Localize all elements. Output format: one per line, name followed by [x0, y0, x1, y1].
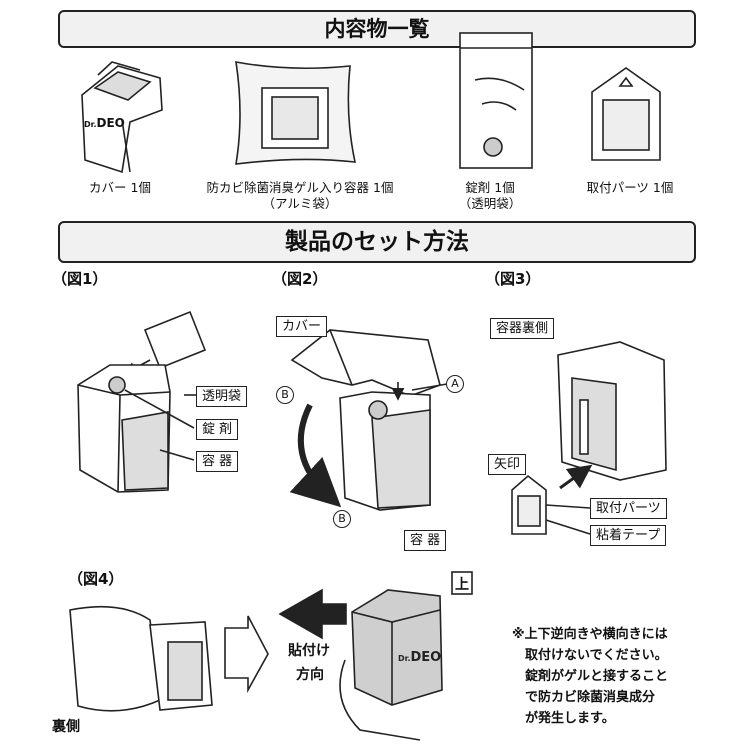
fig4-right-illustration	[278, 571, 473, 741]
fig3-label-part: 取付パーツ	[590, 498, 667, 519]
fig2-title: （図2）	[272, 270, 328, 288]
fig4-back-label: 裏側	[52, 719, 80, 735]
cover-logo: Dr.DEO	[84, 116, 125, 130]
fig2-marker-a: A	[446, 375, 464, 393]
fig2-illustration	[289, 329, 448, 511]
fig2-label-container: 容 器	[404, 530, 447, 551]
fig2-marker-b-bottom: B	[333, 510, 351, 528]
fig2-marker-b-top: B	[276, 386, 294, 404]
fig4-up-label: 上	[455, 577, 469, 593]
fig4-title: （図4）	[68, 570, 124, 588]
fig1-title: （図1）	[52, 270, 108, 288]
fig3-title: （図3）	[485, 270, 541, 288]
container-caption: 防カビ除菌消臭ゲル入り容器 1個 （アルミ袋）	[206, 180, 394, 211]
mounting-part-caption: 取付パーツ 1個	[586, 180, 674, 195]
cover-caption: カバー 1個	[89, 180, 151, 195]
fig1-label-tablet: 錠 剤	[196, 419, 239, 440]
setup-heading: 製品のセット方法	[58, 221, 696, 263]
fig1-illustration	[77, 310, 207, 493]
fig3-illustration	[511, 341, 667, 535]
caution-note: ※上下逆向きや横向きには 取付けないでください。 錠剤がゲルと接すること で防カ…	[512, 627, 669, 726]
cover-illustration	[81, 61, 163, 174]
fig2-label-cover: カバー	[276, 316, 328, 337]
mounting-part-illustration	[591, 67, 661, 161]
fig1-label-container: 容 器	[196, 451, 239, 472]
fig1-label-bag: 透明袋	[196, 386, 248, 407]
fig3-label-arrow: 矢印	[488, 454, 527, 475]
fig4-direction-1: 貼付け	[288, 643, 330, 659]
tablet-caption: 錠剤 1個 （透明袋）	[458, 180, 522, 211]
aluminium-bag-illustration	[235, 61, 357, 165]
fig4-direction-2: 方向	[296, 667, 324, 683]
fig4-left-illustration	[69, 605, 269, 712]
tablet-bag-illustration	[459, 32, 533, 169]
fig3-label-back: 容器裏側	[490, 318, 555, 339]
fig4-logo: Dr.DEO	[398, 650, 442, 665]
contents-heading: 内容物一覧	[58, 10, 696, 48]
fig3-label-tape: 粘着テープ	[590, 525, 667, 546]
